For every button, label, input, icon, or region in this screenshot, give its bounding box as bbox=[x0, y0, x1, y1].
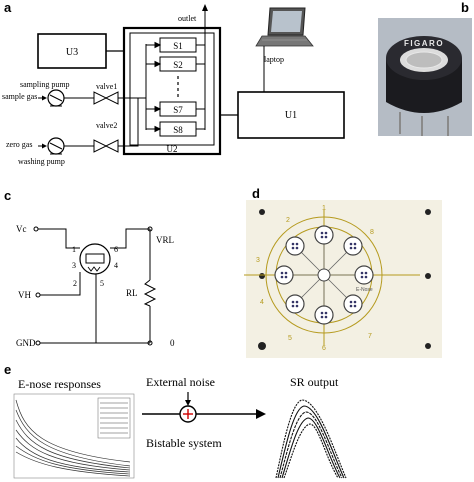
sensor-sockets bbox=[274, 225, 374, 325]
socket-pins bbox=[280, 231, 368, 319]
bistable-label: Bistable system bbox=[146, 436, 222, 450]
u3-box bbox=[37, 33, 107, 69]
washing-pump-impeller bbox=[49, 142, 63, 150]
enose-legend-lines bbox=[100, 402, 128, 434]
pin-4: 4 bbox=[114, 261, 118, 270]
sampling-pump-label: sampling pump bbox=[20, 80, 70, 89]
terminal-vrl: VRL bbox=[156, 235, 174, 245]
pin-3: 3 bbox=[72, 261, 76, 270]
u2-inner bbox=[129, 32, 215, 146]
u1-label: U1 bbox=[285, 110, 297, 121]
sensor-brand-text: FIGARO bbox=[404, 39, 444, 48]
sensor-mesh-inner bbox=[405, 51, 443, 69]
resistor-label: RL bbox=[126, 288, 138, 298]
enose-curves bbox=[15, 399, 131, 477]
pin-5: 5 bbox=[100, 279, 104, 288]
circuit-wires bbox=[38, 228, 151, 344]
terminal-vh: VH bbox=[18, 290, 31, 300]
outlet-label: outlet bbox=[178, 14, 197, 23]
laptop-label: laptop bbox=[264, 55, 284, 64]
center-text: E-Nose bbox=[356, 287, 373, 293]
center-hub bbox=[317, 268, 331, 282]
load-resistor bbox=[143, 279, 157, 307]
vc-node bbox=[33, 226, 39, 232]
panel-a: a U3 U2 S1 S2 S7 S8 bbox=[2, 0, 345, 166]
panel-c-label: c bbox=[4, 188, 11, 203]
mounting-holes bbox=[258, 209, 431, 350]
u1-box bbox=[237, 91, 345, 139]
panel-b-label: b bbox=[461, 0, 469, 15]
valve2-icon bbox=[93, 139, 119, 153]
noise-label: External noise bbox=[146, 375, 215, 389]
gnd-node bbox=[35, 340, 41, 346]
sensor-s8-label: S8 bbox=[173, 125, 183, 135]
sensor-s7-label: S7 bbox=[173, 105, 183, 115]
zero-gas-label: zero gas bbox=[6, 140, 32, 149]
panel-a-label: a bbox=[4, 0, 12, 15]
ring-number-3: 3 bbox=[256, 257, 260, 264]
ring-number-2: 2 bbox=[286, 217, 290, 224]
output-arrowhead bbox=[256, 409, 266, 419]
ring-number-1: 1 bbox=[322, 205, 326, 212]
panel-e-label: e bbox=[4, 362, 11, 377]
ring-number-8: 8 bbox=[370, 229, 374, 236]
panel-c: c Vc VH GND VRL 0 RL 1 2 3 4 5 6 bbox=[4, 188, 175, 348]
sampling-pump-impeller bbox=[49, 94, 63, 102]
sensor-inlet-arrows bbox=[146, 41, 162, 133]
sensor-s1-label: S1 bbox=[173, 41, 183, 51]
ring-number-4: 4 bbox=[260, 299, 264, 306]
sensor-pins bbox=[399, 112, 449, 136]
sensor-heater bbox=[87, 266, 101, 272]
laptop-icon bbox=[255, 7, 314, 47]
pin-2: 2 bbox=[73, 279, 77, 288]
panel-d-label: d bbox=[252, 186, 260, 201]
sample-gas-arrowhead bbox=[42, 95, 47, 101]
zero-gas-arrowhead bbox=[42, 143, 47, 149]
panel-d: d bbox=[244, 186, 442, 358]
ring-numbers: 1 2 3 4 5 6 7 8 bbox=[256, 205, 374, 352]
enose-title: E-nose responses bbox=[18, 377, 101, 391]
sr-title: SR output bbox=[290, 375, 339, 389]
panel-b: b FIGARO bbox=[378, 0, 472, 136]
u3-label: U3 bbox=[66, 47, 78, 58]
sensor-element bbox=[85, 253, 105, 264]
sr-output-curves bbox=[275, 399, 347, 479]
enose-plot bbox=[13, 393, 135, 479]
valve1-icon bbox=[93, 91, 119, 105]
ring-number-6: 6 bbox=[322, 345, 326, 352]
washing-pump-label: washing pump bbox=[18, 157, 65, 166]
terminal-vc: Vc bbox=[16, 224, 27, 234]
valve2-label: valve2 bbox=[96, 121, 117, 130]
ring-number-7: 7 bbox=[368, 333, 372, 340]
ring-number-5: 5 bbox=[288, 335, 292, 342]
panel-e: e E-nose responses bbox=[4, 362, 347, 479]
u2-label: U2 bbox=[167, 144, 178, 154]
noise-arrowhead bbox=[185, 400, 191, 406]
terminal-gnd: GND bbox=[16, 338, 36, 348]
terminal-zero: 0 bbox=[170, 338, 175, 348]
pin-6: 6 bbox=[114, 245, 118, 254]
sensor-s2-label: S2 bbox=[173, 60, 183, 70]
sample-gas-label: sample gas bbox=[2, 92, 37, 101]
pin-1: 1 bbox=[72, 245, 76, 254]
zero-line-2 bbox=[118, 98, 139, 147]
vh-node bbox=[35, 292, 41, 298]
outlet-arrowhead bbox=[202, 4, 208, 11]
sensor-outlet-lines bbox=[196, 44, 205, 130]
valve1-label: valve1 bbox=[96, 82, 117, 91]
